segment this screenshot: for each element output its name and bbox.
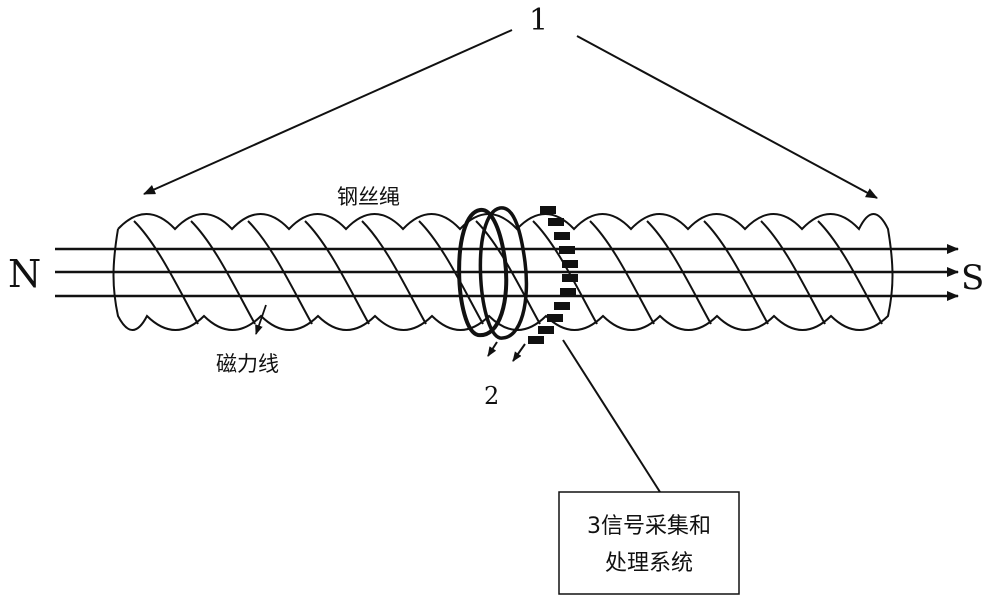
sensor-element-array bbox=[528, 206, 578, 344]
rope-label: 钢丝绳 bbox=[337, 185, 400, 209]
field-lines-label: 磁力线 bbox=[216, 352, 279, 376]
rope-strand-line bbox=[361, 220, 427, 325]
sensor-element bbox=[540, 206, 556, 214]
part1-leader-right bbox=[576, 35, 878, 199]
part2-label: 2 bbox=[484, 382, 499, 410]
rope-strand-line bbox=[247, 220, 313, 325]
part1-leader-left bbox=[143, 29, 513, 195]
sensor-element bbox=[562, 260, 578, 268]
sensor-coils bbox=[457, 206, 529, 362]
coil-arrow-1 bbox=[487, 341, 498, 357]
rope-strand-line bbox=[418, 220, 484, 325]
sensor-element bbox=[548, 218, 564, 226]
rope-strand-line bbox=[589, 220, 655, 325]
sensor-element bbox=[538, 326, 554, 334]
sensor-element bbox=[559, 246, 575, 254]
sensor-element bbox=[554, 232, 570, 240]
rope-strand-line bbox=[304, 220, 370, 325]
coil-arrow-2 bbox=[512, 343, 526, 362]
rope-strand-line bbox=[760, 220, 826, 325]
rope-outline bbox=[112, 213, 894, 331]
part1-leaders bbox=[143, 29, 878, 199]
rope-strand-line bbox=[646, 220, 712, 325]
field-lines-leader bbox=[255, 304, 267, 335]
coil-ring-inner bbox=[478, 206, 529, 340]
sensor-element bbox=[547, 314, 563, 322]
sensor-element bbox=[560, 288, 576, 296]
rope-strand-line bbox=[190, 220, 256, 325]
rope-strand-line bbox=[133, 220, 199, 325]
system-label-line1: 3信号采集和 bbox=[587, 514, 711, 539]
system-leader bbox=[562, 339, 661, 493]
part1-label: 1 bbox=[529, 3, 548, 38]
south-pole-label: S bbox=[961, 258, 984, 298]
sensor-element bbox=[528, 336, 544, 344]
north-pole-label: N bbox=[8, 252, 41, 296]
steel-wire-rope bbox=[112, 213, 894, 331]
system-label-line2: 处理系统 bbox=[605, 551, 693, 576]
sensor-element bbox=[554, 302, 570, 310]
rope-strand-line bbox=[703, 220, 769, 325]
sensor-element bbox=[562, 274, 578, 282]
rope-strand-line bbox=[817, 220, 883, 325]
system-box bbox=[558, 491, 740, 595]
